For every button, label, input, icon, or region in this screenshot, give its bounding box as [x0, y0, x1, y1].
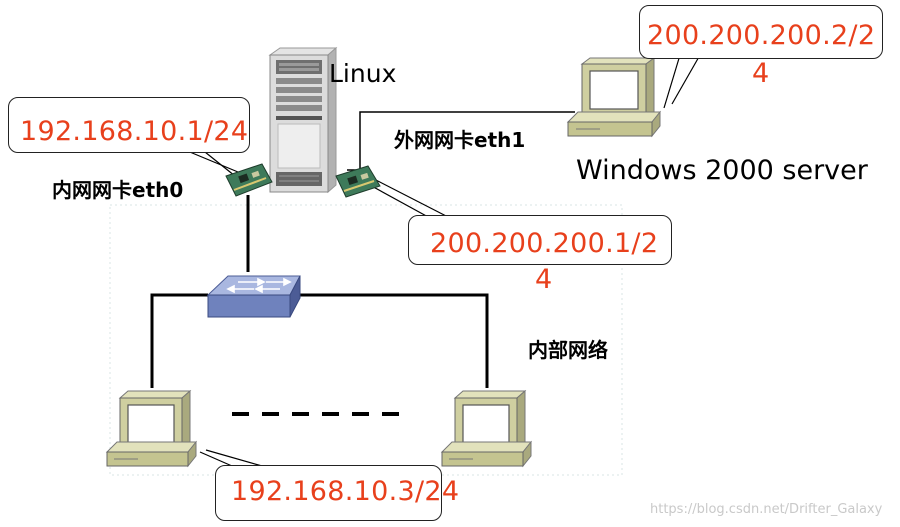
link-eth1-windows	[347, 111, 575, 171]
linux-server-icon	[268, 46, 338, 194]
callout-eth1-ip	[408, 215, 672, 265]
nic-eth0-icon	[225, 163, 273, 197]
link-switch-client-left	[150, 293, 208, 388]
internal-network-label: 内部网络	[528, 338, 608, 362]
callout-pointers	[184, 54, 701, 467]
internal-network-boundary	[109, 204, 623, 476]
windows-ip-suffix: 4	[752, 58, 770, 89]
linux-label: Linux	[329, 59, 397, 88]
callout-client-ip	[215, 465, 442, 521]
callout-eth0-ip	[8, 97, 250, 153]
client-ip-text: 192.168.10.3/24	[231, 476, 460, 507]
client-left-computer-icon	[105, 389, 198, 468]
watermark: https://blog.csdn.net/Drifter_Galaxy	[650, 502, 883, 517]
windows-server-computer-icon	[566, 57, 662, 138]
switch-icon	[206, 275, 301, 318]
client-right-computer-icon	[440, 389, 533, 468]
eth0-ip-text: 192.168.10.1/24	[20, 116, 249, 147]
nic-eth1-icon	[335, 165, 381, 198]
windows-ip-text: 200.200.200.2/2	[647, 20, 876, 51]
eth1-ip-text: 200.200.200.1/2	[430, 228, 659, 259]
eth0-label: 内网网卡eth0	[52, 178, 184, 202]
link-switch-client-right	[295, 293, 489, 388]
windows-server-label: Windows 2000 server	[576, 155, 868, 186]
eth1-label: 外网网卡eth1	[394, 128, 526, 152]
callout-windows-ip	[639, 5, 883, 59]
eth1-ip-suffix: 4	[535, 264, 553, 295]
network-links	[150, 195, 489, 388]
